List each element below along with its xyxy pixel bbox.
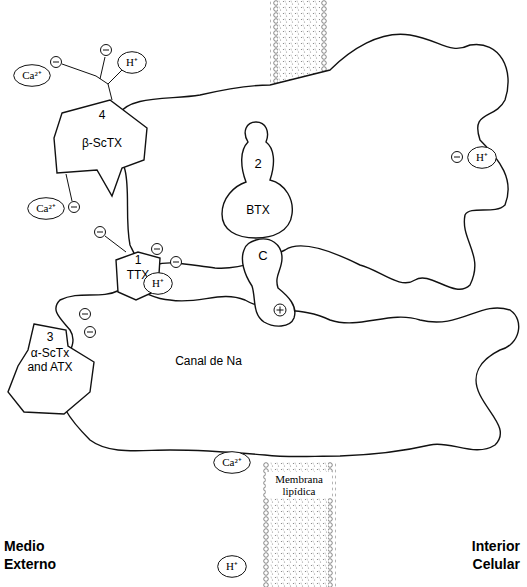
charge-wires (60, 57, 126, 326)
negative-charge (152, 244, 163, 255)
toxin-name: β-ScTX (82, 136, 122, 150)
toxin-site-outline (220, 120, 296, 240)
ion-circle: Ca²⁺ (213, 451, 251, 474)
ion-label: H⁺ (126, 54, 138, 69)
label-holder: Medio Externo (4, 538, 80, 573)
ion-circle: Ca²⁺ (27, 197, 65, 220)
toxin-name: BTX (246, 203, 269, 217)
label-holder: Interior Celular (436, 538, 520, 573)
ion-label: H⁺ (152, 275, 164, 290)
negative-charge (101, 45, 112, 56)
toxin-site: 3 α-ScTx and ATX (4, 322, 96, 416)
ion-circle: H⁺ (143, 272, 173, 295)
negative-charge (80, 309, 91, 320)
ion-circle: H⁺ (467, 146, 497, 169)
gate-site-outline (238, 236, 300, 328)
negative-charge (95, 227, 106, 238)
ion-circle: H⁺ (117, 51, 147, 74)
negative-charge (171, 257, 182, 268)
ion-circle: Ca²⁺ (13, 64, 51, 87)
ion-label: Ca²⁺ (222, 454, 242, 469)
negative-charge (51, 57, 62, 68)
site-number: 2 (254, 156, 261, 171)
lipid-membrane: Membrana lipídica (262, 462, 336, 587)
negative-charge (85, 327, 96, 338)
site-number: 1 (135, 253, 142, 267)
toxin-site: 4 β-ScTX (52, 98, 152, 198)
region-label: Medio Externo (4, 538, 80, 573)
toxin-site: 2BTX (220, 120, 296, 240)
gate-site: C (238, 236, 300, 328)
region-label: Interior Celular (436, 538, 520, 573)
membrane-label: Membrana lipídica (266, 472, 332, 498)
ion-label: Ca²⁺ (36, 200, 56, 215)
positive-charge (274, 304, 286, 316)
ion-label: H⁺ (476, 149, 488, 164)
site-number: 3 (47, 330, 54, 344)
ion-label: Ca²⁺ (22, 67, 42, 82)
ion-label: H⁺ (226, 558, 238, 573)
negative-charge (452, 152, 463, 163)
ion-circle: H⁺ (217, 555, 247, 578)
channel-label: Canal de Na (175, 354, 242, 368)
site-number: 4 (99, 108, 106, 122)
site-letter: C (258, 248, 267, 263)
negative-charge (69, 202, 80, 213)
toxin-name: α-ScTx and ATX (22, 346, 78, 374)
